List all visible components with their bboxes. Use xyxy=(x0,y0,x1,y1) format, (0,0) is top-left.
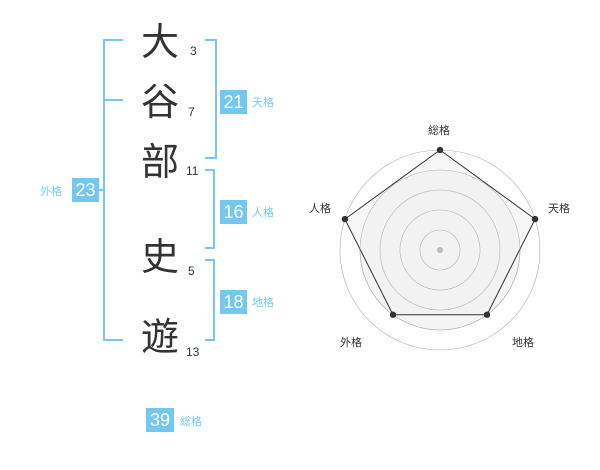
radar-axis-label-4: 外格 xyxy=(340,336,362,349)
radar-axis-label-3: 地格 xyxy=(512,336,534,349)
radar-point-5 xyxy=(341,215,349,223)
name-char-5: 遊 xyxy=(140,315,179,359)
tenkaku-bracket xyxy=(205,39,217,159)
name-char-3: 部 xyxy=(140,140,179,184)
radar-inner-grid-circle-4 xyxy=(359,169,521,331)
stroke-count-3: 11 xyxy=(186,164,199,178)
radar-inner-grid-circle-1 xyxy=(419,229,461,271)
radar-axis-label-2: 天格 xyxy=(548,202,570,215)
chikaku-bracket xyxy=(205,259,215,341)
radar-point-4 xyxy=(389,311,397,318)
tenkaku-label: 天格 xyxy=(252,96,274,109)
jinkaku-label: 人格 xyxy=(252,206,274,219)
tenkaku-value-badge: 21 xyxy=(220,90,247,114)
name-char-2: 谷 xyxy=(140,80,179,124)
jinkaku-value-badge: 16 xyxy=(220,200,247,224)
soukaku-value-badge: 39 xyxy=(146,408,174,432)
radar-inner-grid-circle-2 xyxy=(399,209,481,291)
gaikaku-label: 外格 xyxy=(40,185,62,198)
jinkaku-bracket xyxy=(205,169,215,249)
chikaku-label: 地格 xyxy=(252,296,274,309)
radar-point-1 xyxy=(436,146,444,154)
gaikaku-value-badge: 23 xyxy=(72,178,99,202)
radar-axis-label-1: 総格 xyxy=(428,124,450,137)
stroke-count-4: 5 xyxy=(188,264,195,278)
radar-data-polygon xyxy=(344,149,536,316)
radar-point-3 xyxy=(483,311,491,318)
stroke-count-1: 3 xyxy=(190,44,197,58)
radar-inner-grid-circle-3 xyxy=(379,189,501,311)
name-char-4: 史 xyxy=(140,235,179,279)
radar-point-2 xyxy=(531,215,539,223)
chikaku-value-badge: 18 xyxy=(220,290,247,314)
stroke-count-2: 7 xyxy=(188,105,195,119)
radar-center-dot xyxy=(437,247,443,253)
soukaku-label: 総格 xyxy=(180,415,202,428)
radar-axis-label-5: 人格 xyxy=(309,202,331,215)
stroke-count-5: 13 xyxy=(186,345,200,359)
name-char-1: 大 xyxy=(140,20,179,64)
